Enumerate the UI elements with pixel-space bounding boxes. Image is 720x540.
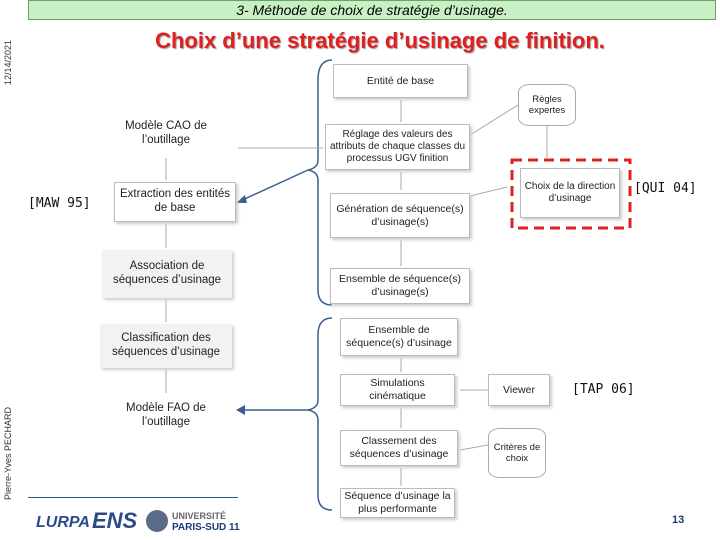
box-extraction: Extraction des entités de base: [114, 182, 236, 222]
box-simulations: Simulations cinématique: [340, 374, 455, 406]
reference-maw: [MAW 95]: [28, 196, 91, 211]
box-classification: Classification des séquences d’usinage: [100, 324, 232, 368]
box-ensemble-1: Ensemble de séquence(s) d’usinage(s): [330, 268, 470, 304]
box-viewer: Viewer: [488, 374, 550, 406]
cylinder-criteres-choix: Critères de choix: [488, 428, 546, 478]
university-seal-icon: [146, 510, 168, 532]
header-title: 3- Méthode de choix de stratégie d’usina…: [236, 2, 508, 18]
page-number: 13: [672, 514, 685, 526]
header-bar: 3- Méthode de choix de stratégie d’usina…: [28, 0, 716, 20]
box-reglage: Réglage des valeurs des attributs de cha…: [325, 124, 470, 170]
reference-tap: [TAP 06]: [572, 382, 635, 397]
box-association: Association de séquences d’usinage: [102, 250, 232, 298]
box-modele-cao: Modèle CAO de l’outillage: [118, 112, 214, 156]
box-ensemble-2: Ensemble de séquence(s) d’usinage: [340, 318, 458, 356]
box-entite-base: Entité de base: [333, 64, 468, 98]
slide-title: Choix d’une stratégie d’usinage de finit…: [155, 28, 605, 53]
box-modele-fao: Modèle FAO de l’outillage: [118, 396, 214, 436]
box-generation: Génération de séquence(s) d’usinage(s): [330, 193, 470, 238]
ens-logo: ENS: [92, 508, 138, 533]
box-choix-direction: Choix de la direction d’usinage: [520, 168, 620, 218]
footer-line: [28, 497, 238, 498]
box-sequence: Séquence d’usinage la plus performante: [340, 488, 455, 518]
lurpa-logo: LURPA: [36, 514, 90, 531]
cylinder-regles-expertes: Règles expertes: [518, 84, 576, 126]
box-classement: Classement des séquences d’usinage: [340, 430, 458, 466]
university-logo-line1: UNIVERSITÉ: [172, 511, 227, 521]
reference-qui: [QUI 04]: [634, 181, 697, 196]
university-logo-line2: PARIS-SUD 11: [172, 522, 240, 533]
